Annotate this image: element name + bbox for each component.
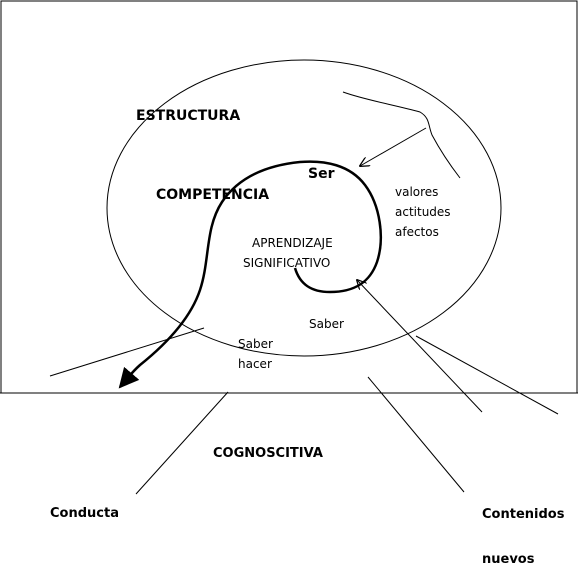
line-to-right: [415, 335, 559, 415]
wavy-line: [342, 91, 461, 179]
label-saber-hacer-2: hacer: [238, 357, 272, 371]
line-to-contenidos: [367, 376, 465, 493]
arrow-to-spiral: [357, 280, 483, 413]
label-saber-hacer-1: Saber: [238, 337, 273, 351]
label-ser: Ser: [308, 166, 335, 182]
label-saber: Saber: [309, 317, 344, 331]
label-estructura: ESTRUCTURA: [136, 108, 240, 124]
line-to-conducta: [135, 391, 229, 495]
label-afectos: afectos: [395, 225, 439, 239]
label-actitudes: actitudes: [395, 205, 451, 219]
arrow-to-ser: [360, 127, 427, 166]
label-cognoscitiva: COGNOSCITIVA: [213, 446, 323, 461]
frame-border: [0, 0, 578, 393]
label-conducta: Conducta: [50, 506, 119, 521]
label-nuevos: nuevos: [482, 552, 535, 567]
structure-ellipse: [106, 59, 502, 357]
line-to-left: [49, 327, 205, 377]
label-aprendizaje: APRENDIZAJE: [252, 236, 333, 250]
label-significativo: SIGNIFICATIVO: [243, 256, 330, 270]
label-contenidos: Contenidos: [482, 507, 565, 522]
label-valores: valores: [395, 185, 438, 199]
label-competencia: COMPETENCIA: [156, 187, 269, 203]
